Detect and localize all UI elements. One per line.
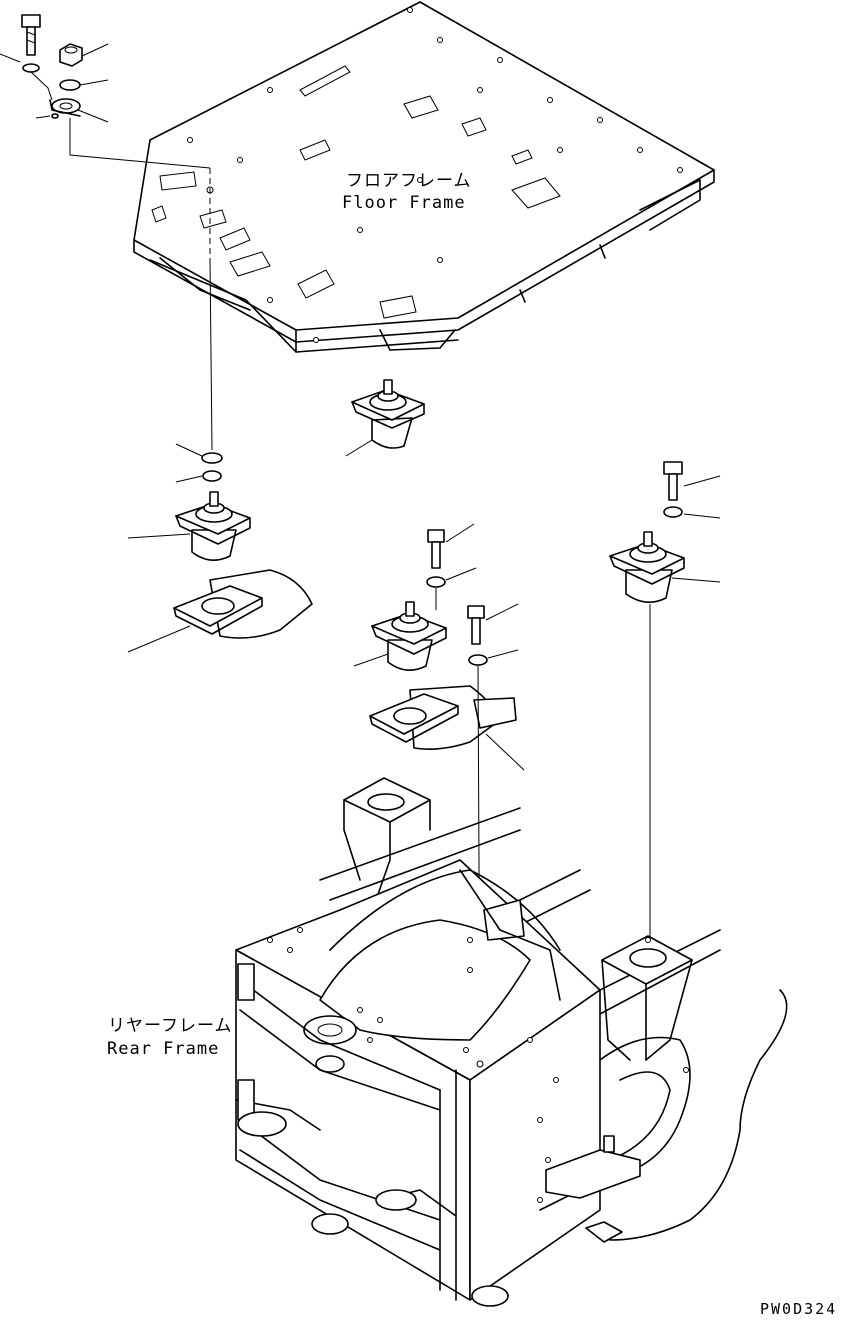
leader-lines-top-left	[0, 43, 213, 451]
washers-left	[175, 443, 223, 483]
rear-frame	[235, 777, 788, 1307]
bolt-center	[426, 523, 477, 610]
floor-frame-plate	[133, 1, 715, 353]
bracket-left	[127, 569, 313, 653]
bracket-center	[369, 665, 525, 1065]
floor-frame-label-jp: フロアフレーム	[346, 171, 472, 191]
washer-top-left	[22, 63, 81, 119]
mount-center	[353, 601, 447, 671]
mount-right	[609, 531, 721, 940]
rear-frame-label-en: Rear Frame	[107, 1039, 220, 1059]
bolt-top-left	[21, 14, 41, 56]
bolt-center-right	[467, 603, 519, 666]
nut	[59, 43, 83, 67]
mount-left	[127, 491, 251, 561]
mount-center-top	[345, 379, 425, 457]
bolt-right	[663, 461, 721, 519]
drawing-code: PW0D324	[760, 1300, 838, 1318]
floor-frame-label-en: Floor Frame	[342, 193, 466, 213]
rear-frame-label-jp: リヤーフレーム	[108, 1016, 233, 1036]
